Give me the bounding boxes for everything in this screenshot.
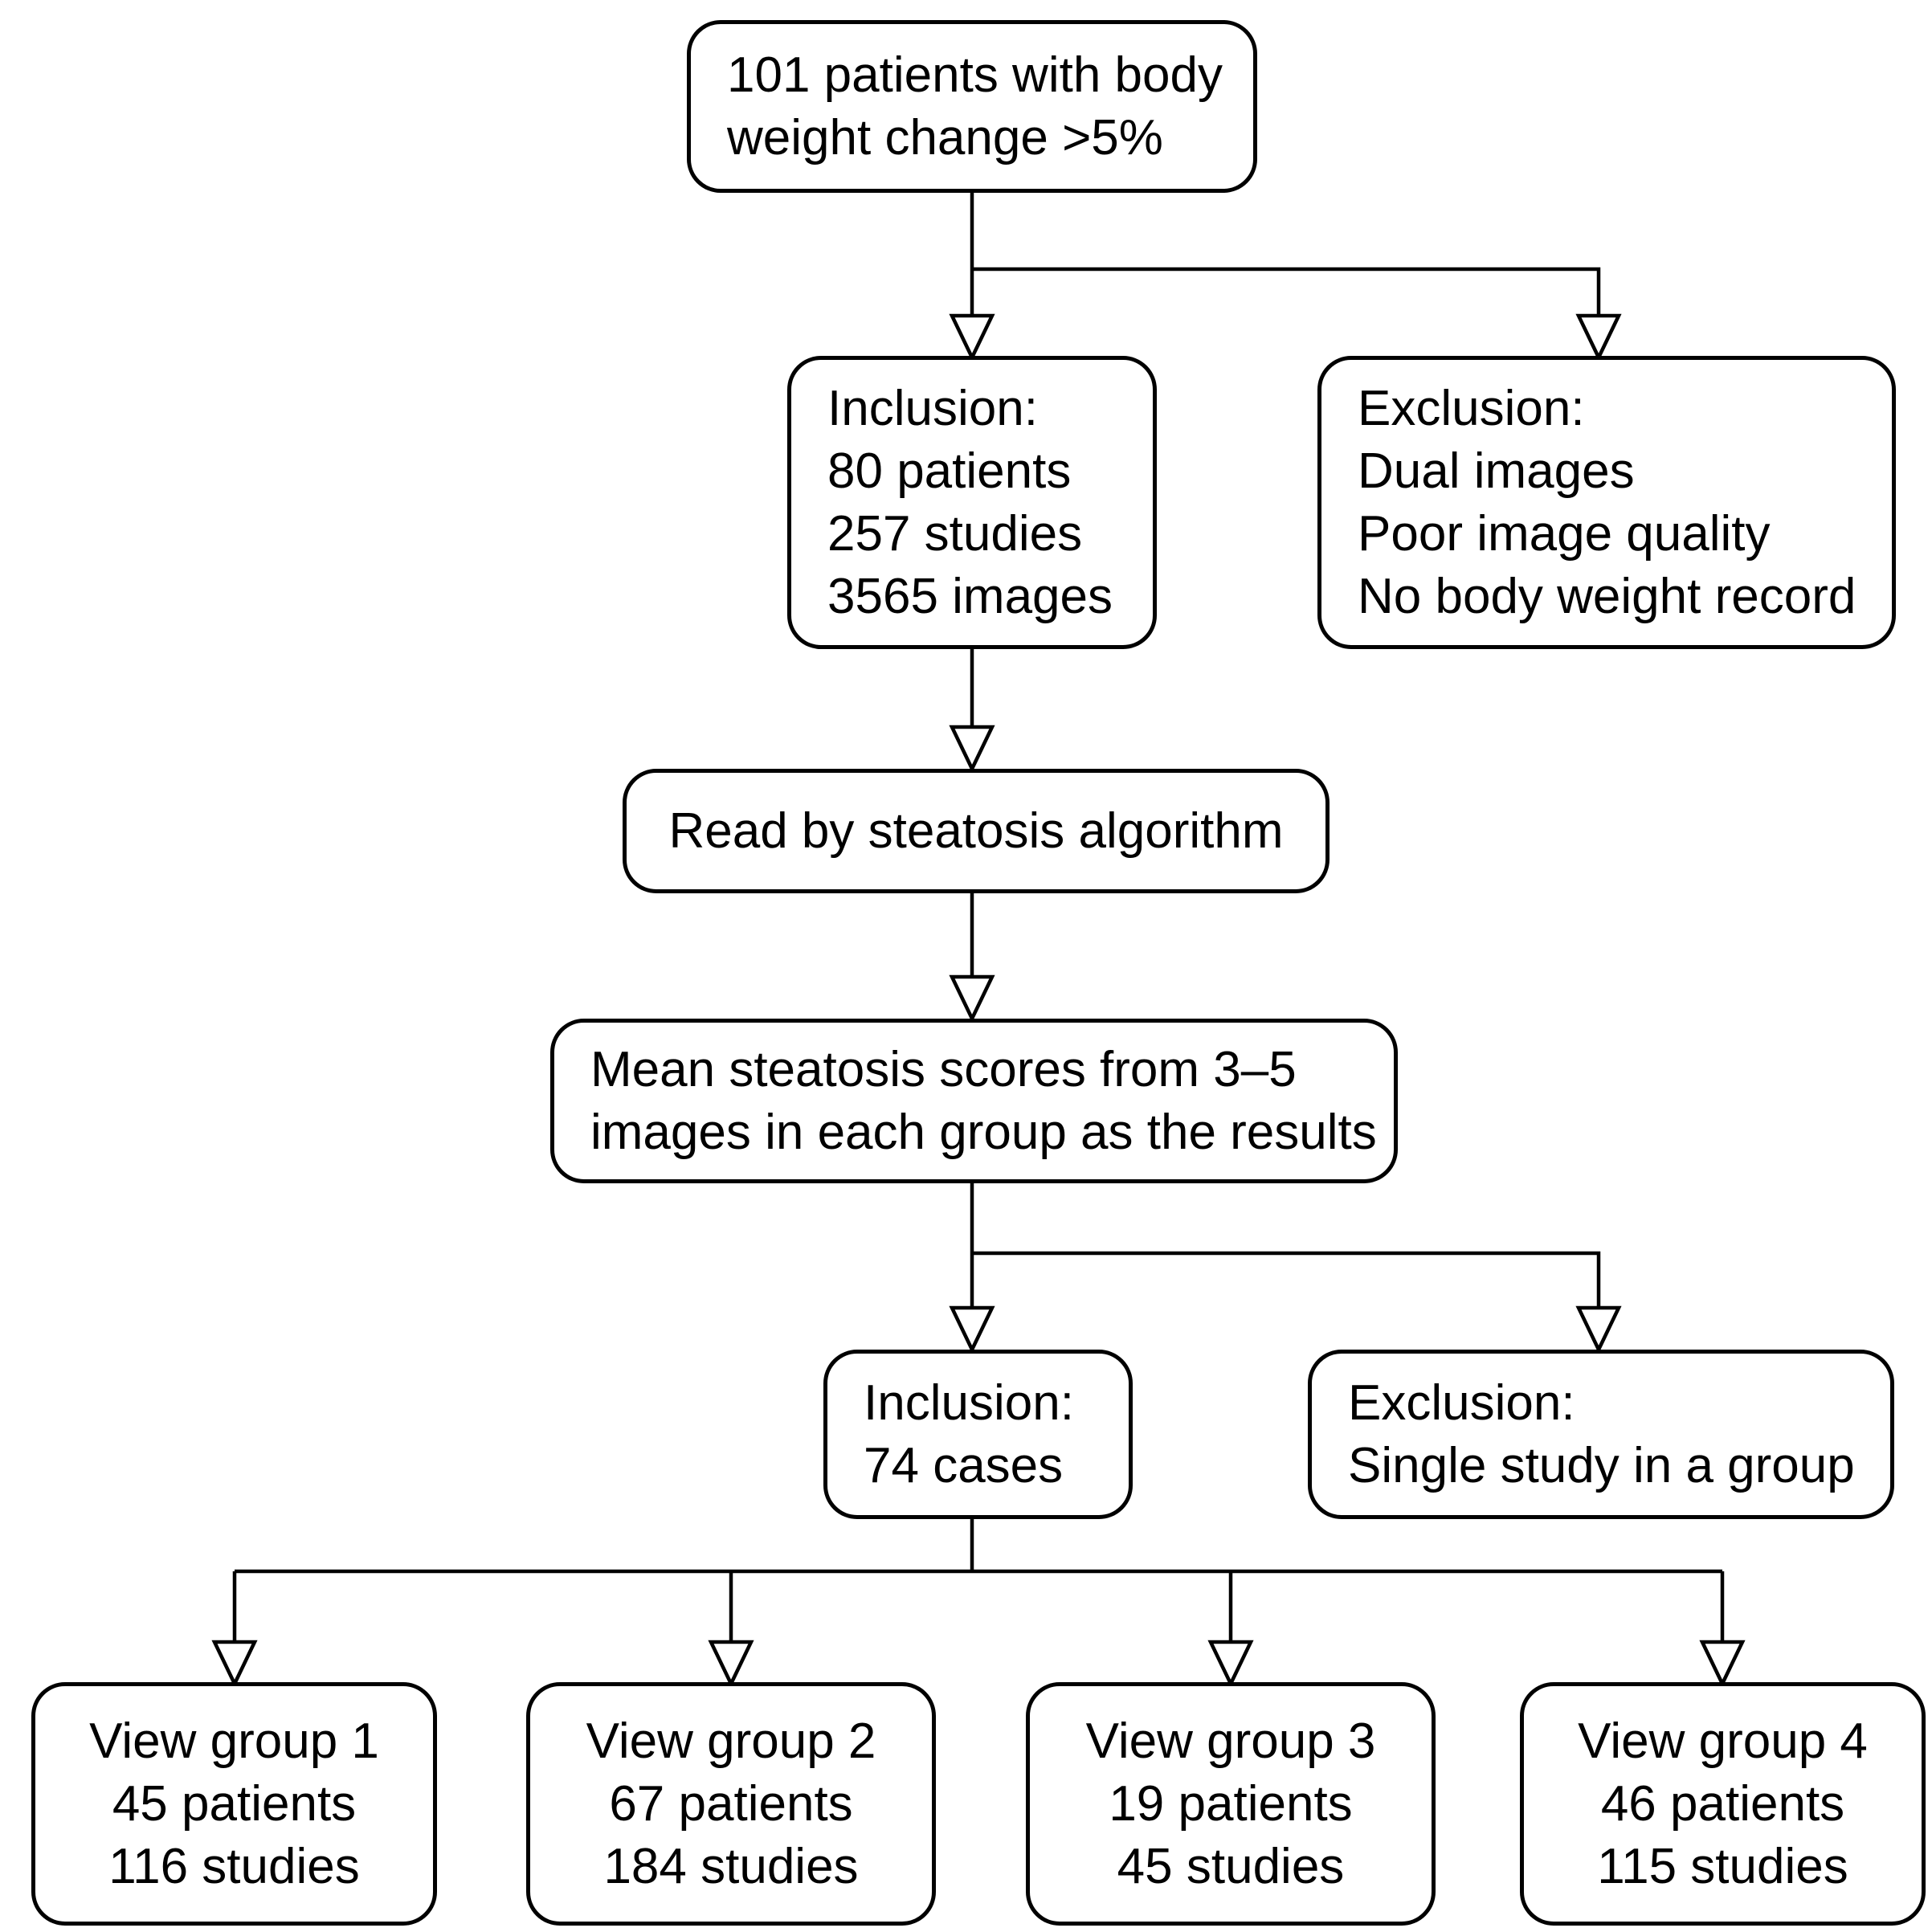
node-line: weight change >5%: [727, 109, 1163, 165]
node-patients-total: 101 patients with body weight change >5%: [687, 20, 1257, 193]
node-line: 74 cases: [864, 1437, 1064, 1493]
arrowhead-icon: [1575, 1305, 1622, 1354]
node-line: Exclusion:: [1348, 1374, 1575, 1431]
node-line: View group 2: [586, 1713, 876, 1769]
arrowhead-icon: [1699, 1640, 1746, 1689]
node-exclusion-first: Exclusion: Dual images Poor image qualit…: [1317, 356, 1896, 649]
connector-algorithm-to-mean: [949, 893, 995, 1023]
node-line: Single study in a group: [1348, 1437, 1855, 1493]
arrowhead-icon: [949, 725, 995, 774]
node-inclusion-first: Inclusion: 80 patients 257 studies 3565 …: [787, 356, 1157, 649]
node-line: 46 patients: [1600, 1775, 1845, 1832]
connector-inclusion2-to-groups: [211, 1519, 1746, 1689]
node-line: 67 patients: [609, 1775, 853, 1832]
node-view-group-4: View group 4 46 patients 115 studies: [1520, 1682, 1926, 1926]
node-line: Exclusion:: [1358, 380, 1585, 436]
node-line: 45 patients: [112, 1775, 357, 1832]
node-view-group-1: View group 1 45 patients 116 studies: [31, 1682, 437, 1926]
node-line: Poor image quality: [1358, 505, 1771, 562]
node-line: No body weight record: [1358, 568, 1856, 624]
node-line: 19 patients: [1109, 1775, 1353, 1832]
node-inclusion-second: Inclusion: 74 cases: [823, 1350, 1133, 1519]
node-line: 184 studies: [603, 1838, 859, 1894]
node-line: Inclusion:: [827, 380, 1038, 436]
arrowhead-icon: [949, 974, 995, 1023]
node-line: 3565 images: [827, 568, 1113, 624]
node-line: View group 1: [89, 1713, 379, 1769]
node-steatosis-algorithm: Read by steatosis algorithm: [623, 769, 1330, 893]
node-line: 115 studies: [1597, 1838, 1848, 1894]
node-view-group-2: View group 2 67 patients 184 studies: [526, 1682, 936, 1926]
node-line: 116 studies: [108, 1838, 360, 1894]
arrowhead-icon: [949, 1305, 995, 1354]
node-view-group-3: View group 3 19 patients 45 studies: [1026, 1682, 1436, 1926]
node-line: 101 patients with body: [727, 47, 1223, 103]
connector-top-to-exclusion1: [972, 267, 1622, 362]
connector-mean-to-exclusion2: [972, 1251, 1622, 1354]
connector-top-to-inclusion1: [949, 193, 995, 362]
node-exclusion-second: Exclusion: Single study in a group: [1308, 1350, 1894, 1519]
node-mean-scores: Mean steatosis scores from 3–5 images in…: [550, 1019, 1398, 1183]
node-line: Dual images: [1358, 443, 1635, 499]
node-line: Read by steatosis algorithm: [668, 803, 1284, 859]
arrowhead-icon: [708, 1640, 754, 1689]
node-line: Mean steatosis scores from 3–5: [590, 1041, 1297, 1097]
node-line: 257 studies: [827, 505, 1083, 562]
node-line: images in each group as the results: [590, 1104, 1377, 1160]
arrowhead-icon: [1207, 1640, 1254, 1689]
node-line: 45 studies: [1117, 1838, 1345, 1894]
node-line: View group 4: [1578, 1713, 1868, 1769]
arrowhead-icon: [211, 1640, 258, 1689]
node-line: View group 3: [1085, 1713, 1376, 1769]
arrowhead-icon: [949, 313, 995, 362]
connector-inclusion1-to-algorithm: [949, 649, 995, 774]
arrowhead-icon: [1575, 313, 1622, 362]
node-line: Inclusion:: [864, 1374, 1074, 1431]
node-line: 80 patients: [827, 443, 1072, 499]
connector-mean-to-inclusion2: [949, 1183, 995, 1354]
